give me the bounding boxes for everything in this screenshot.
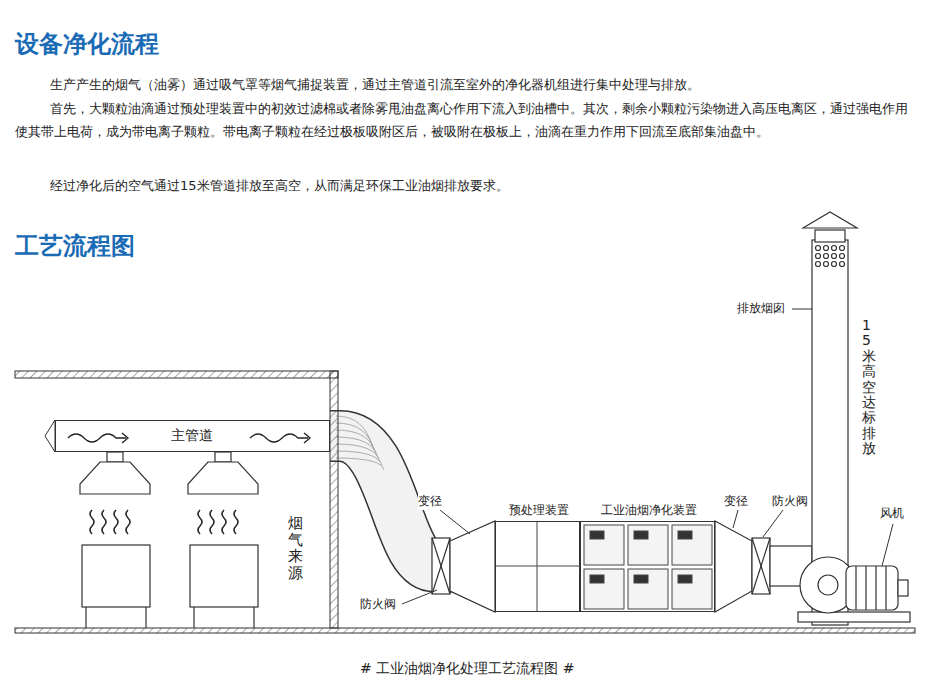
purifier-module	[628, 569, 668, 609]
vent-hole	[824, 262, 829, 267]
vent-hole	[816, 262, 821, 267]
vent-hole	[824, 246, 829, 251]
equipment-box: 预处理装置	[495, 521, 580, 612]
vent-hole	[824, 254, 829, 259]
duct-rib	[336, 416, 372, 446]
vent-hole	[840, 246, 845, 251]
control-panel	[634, 531, 648, 539]
purifier-module	[584, 525, 624, 565]
paragraph: 生产产生的烟气（油雾）通过吸气罩等烟气捕捉装置，通过主管道引流至室外的净化器机组…	[50, 73, 920, 96]
node-text: 主管道	[169, 427, 215, 445]
valve-reducer-1	[432, 521, 495, 612]
equipment-box: 工业油烟净化装置	[580, 521, 715, 612]
emission-label: 15米高空达标排放	[862, 318, 876, 457]
figure-caption: # 工业油烟净化处理工艺流程图 #	[360, 660, 574, 678]
source-label: 烟气来源	[288, 515, 303, 581]
unit-modules	[495, 521, 712, 612]
vent-hole	[840, 254, 845, 259]
vent-hole	[832, 246, 837, 251]
purifier-module	[672, 569, 712, 609]
purifier-module	[628, 525, 668, 565]
smoke-wave	[126, 510, 130, 534]
part-label: 排放烟囱	[737, 300, 785, 317]
duct-rib	[336, 437, 378, 458]
part-label: 防火阀	[360, 596, 396, 613]
control-panel	[590, 575, 604, 583]
smoke-wave	[222, 510, 226, 534]
leader-lines	[402, 309, 893, 604]
valve-reducer-2	[715, 521, 812, 612]
smoke-wave	[114, 510, 118, 534]
vent-hole	[816, 254, 821, 259]
smoke-wave	[102, 510, 106, 534]
duct-rib	[336, 458, 384, 470]
paragraph: 首先，大颗粒油滴通过预处理装置中的初效过滤棉或者除雾甩油盘离心作用下流入到油槽中…	[15, 97, 920, 143]
vent-hole	[832, 262, 837, 267]
duct-end	[45, 420, 55, 452]
smoke-wave	[90, 510, 94, 534]
node-text: 预处理装置	[507, 502, 571, 519]
smoke-wave	[210, 510, 214, 534]
smoke-wave	[198, 510, 202, 534]
smoke-wave	[234, 510, 238, 534]
duct-rib	[336, 430, 376, 454]
ground	[15, 628, 915, 633]
part-label: 变径	[418, 493, 442, 510]
purifier-module	[672, 525, 712, 565]
page-heading: 设备净化流程	[15, 28, 159, 60]
vent-hole	[832, 254, 837, 259]
control-panel	[590, 531, 604, 539]
purifier-module	[584, 569, 624, 609]
smoke-waves	[90, 510, 238, 534]
duct-rib	[336, 451, 382, 466]
section-heading: 工艺流程图	[15, 230, 135, 262]
vent-hole	[840, 262, 845, 267]
side-wall	[330, 371, 338, 628]
control-panel	[678, 531, 692, 539]
control-panel	[678, 575, 692, 583]
part-label: 变径	[724, 493, 748, 510]
roof-wall	[15, 371, 338, 378]
paragraph: 经过净化后的空气通过15米管道排放至高空，从而满足环保工业油烟排放要求。	[50, 174, 920, 197]
vent-hole	[816, 246, 821, 251]
equipment-box: 主管道	[55, 420, 330, 452]
control-panel	[634, 575, 648, 583]
part-label: 风机	[880, 505, 904, 522]
node-text: 工业油烟净化装置	[599, 502, 699, 519]
part-label: 防火阀	[772, 493, 808, 510]
duct-rib	[336, 423, 374, 450]
hoods-and-sources	[80, 452, 258, 628]
fan	[798, 557, 910, 622]
